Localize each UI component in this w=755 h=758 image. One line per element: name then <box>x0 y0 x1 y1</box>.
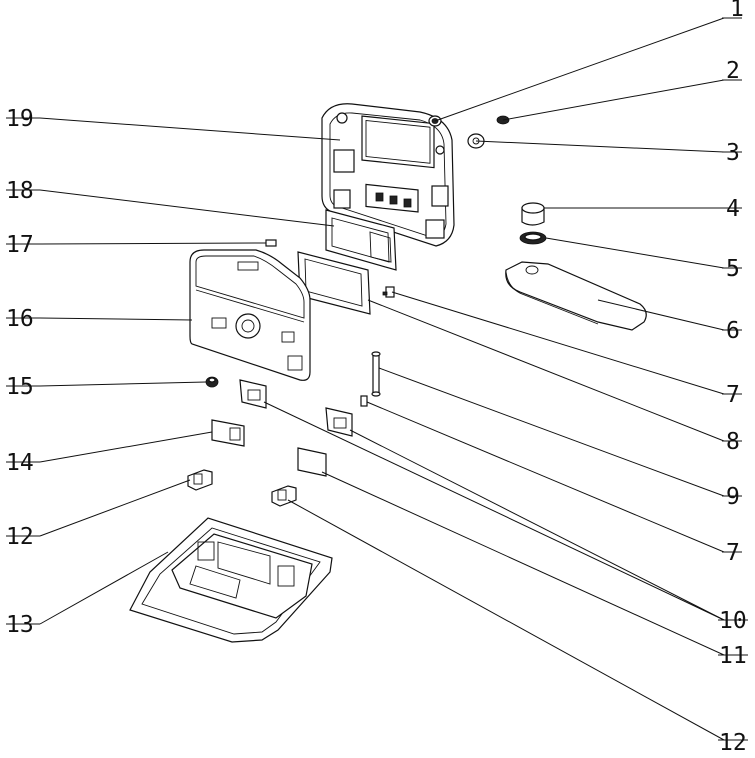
callout-2: 2 <box>726 58 740 84</box>
leader-17 <box>39 242 267 245</box>
callout-14: 14 <box>6 450 34 476</box>
leader-14 <box>39 431 213 463</box>
part-13-base-tray <box>129 517 333 643</box>
leader-8 <box>367 299 725 442</box>
callout-17: 17 <box>6 232 34 258</box>
callout-18: 18 <box>6 178 34 204</box>
leader-7b <box>366 401 725 553</box>
callout-7a: 7 <box>726 382 740 408</box>
part-18-display-board <box>325 209 397 271</box>
part-19-housing <box>321 103 455 247</box>
callout-15: 15 <box>6 374 34 400</box>
callout-10: 10 <box>719 608 747 634</box>
part-14-plate <box>211 419 245 447</box>
leader-10a <box>263 401 725 621</box>
leader-18 <box>39 189 335 227</box>
callout-12a: 12 <box>719 730 747 756</box>
part-7-connector-lower <box>360 395 368 407</box>
part-6-top-cover <box>505 261 647 331</box>
leader-13 <box>39 551 169 625</box>
leader-7a <box>391 291 725 395</box>
callout-7b: 7 <box>726 540 740 566</box>
leader-12a <box>287 499 725 741</box>
part-9-rod <box>371 351 381 397</box>
callout-8: 8 <box>726 429 740 455</box>
leader-9 <box>378 367 725 497</box>
part-4-knob <box>521 202 545 226</box>
leader-16 <box>39 317 193 321</box>
leader-11 <box>321 471 725 656</box>
callout-1: 1 <box>730 0 744 22</box>
part-10-plate-right <box>325 407 353 437</box>
part-10-plate-left <box>239 379 267 409</box>
callout-11: 11 <box>719 643 747 669</box>
part-11-plate <box>297 447 327 477</box>
callout-4: 4 <box>726 196 740 222</box>
leader-10b <box>349 429 725 621</box>
leader-12b <box>39 479 191 537</box>
callout-16: 16 <box>6 306 34 332</box>
part-12-hinge-right <box>271 485 297 507</box>
callout-12b: 12 <box>6 524 34 550</box>
part-7-connector-upper <box>382 286 395 298</box>
leader-3 <box>475 140 725 153</box>
part-17-clip <box>265 239 277 247</box>
callout-3: 3 <box>726 140 740 166</box>
callout-13: 13 <box>6 612 34 638</box>
leader-6 <box>597 299 725 331</box>
part-15-grommet <box>205 376 219 388</box>
leader-19 <box>39 117 341 141</box>
part-12-hinge-left <box>187 469 213 491</box>
leader-5 <box>545 237 725 269</box>
callout-numbers: 1 2 3 4 5 6 7 8 9 7 10 11 12 19 18 17 16… <box>6 0 747 756</box>
leader-2 <box>502 79 725 121</box>
leader-1 <box>434 17 725 122</box>
leader-15 <box>39 381 207 387</box>
part-5-ring <box>519 231 547 245</box>
callout-19: 19 <box>6 106 34 132</box>
callout-9: 9 <box>726 484 740 510</box>
callout-5: 5 <box>726 256 740 282</box>
part-16-cover-panel <box>189 249 311 381</box>
callout-6: 6 <box>726 318 740 344</box>
leader-lines <box>6 17 748 741</box>
